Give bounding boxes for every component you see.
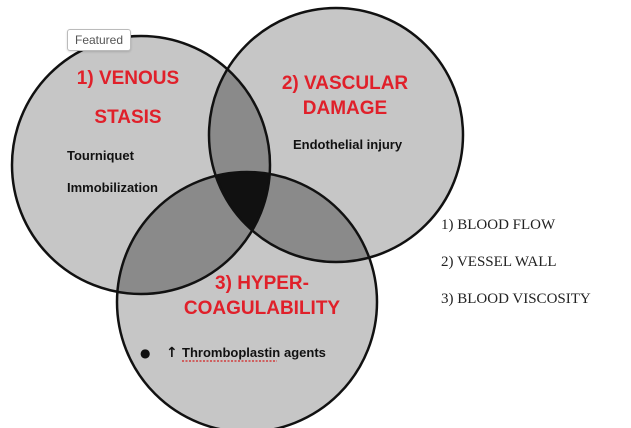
outline-vascular [207,6,465,264]
venous-title-line1: 1) VENOUS [77,68,179,89]
legend-item-blood-flow: 1) BLOOD FLOW [441,217,556,233]
vascular-item-endothelial: Endothelial injury [293,137,403,152]
vascular-title-line2: DAMAGE [303,98,387,119]
legend-item-blood-viscosity: 3) BLOOD VISCOSITY [441,291,591,307]
outline-hyper [115,170,379,428]
overlap-vascular-hyper [209,172,377,262]
venous-item-immobilization: Immobilization [67,180,158,195]
hyper-item-agents: agents [284,345,326,360]
hyper-item-thromboplastin: Thromboplastin [182,345,280,360]
vascular-title-line1: 2) VASCULAR [282,73,409,94]
outline-venous [10,34,272,296]
legend: 1) BLOOD FLOW 2) VESSEL WALL 3) BLOOD VI… [441,212,626,323]
legend-item-vessel-wall: 2) VESSEL WALL [441,254,557,270]
up-arrow-icon: ↑ [166,345,178,361]
featured-badge: Featured [67,29,132,51]
hyper-title-line2: COAGULABILITY [184,298,341,319]
bullet-icon: ● [140,346,150,360]
venous-title-line2: STASIS [94,107,161,128]
venous-item-tourniquet: Tourniquet [67,148,135,163]
hyper-title-line1: 3) HYPER- [215,273,309,294]
overlap-venous-hyper [117,172,270,294]
watermark-fade [490,388,630,428]
